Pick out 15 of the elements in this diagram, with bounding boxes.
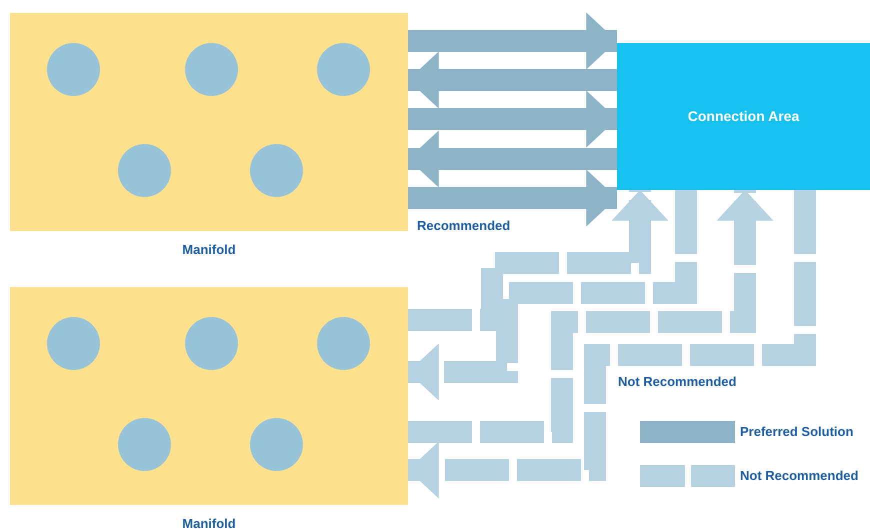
node-label: Manifold — [181, 517, 237, 529]
pipe-arrow — [408, 12, 617, 70]
annotation-label: Recommended — [417, 219, 510, 232]
pipe-arrow — [408, 130, 617, 188]
node-label: Manifold — [181, 243, 237, 256]
pipe-arrow — [408, 169, 617, 227]
dashed-pipe-arrow — [408, 190, 816, 499]
box-label: Connection Area — [688, 107, 800, 126]
connection-area-box — [617, 43, 870, 190]
dashed-pipe-arrow — [408, 190, 669, 331]
annotation-label: Not Recommended — [618, 375, 736, 388]
pipe-arrow — [408, 51, 617, 109]
legend-label: Preferred Solution — [740, 423, 854, 442]
legend-label: Not Recommended — [740, 467, 858, 486]
pipe-arrow — [408, 90, 617, 148]
